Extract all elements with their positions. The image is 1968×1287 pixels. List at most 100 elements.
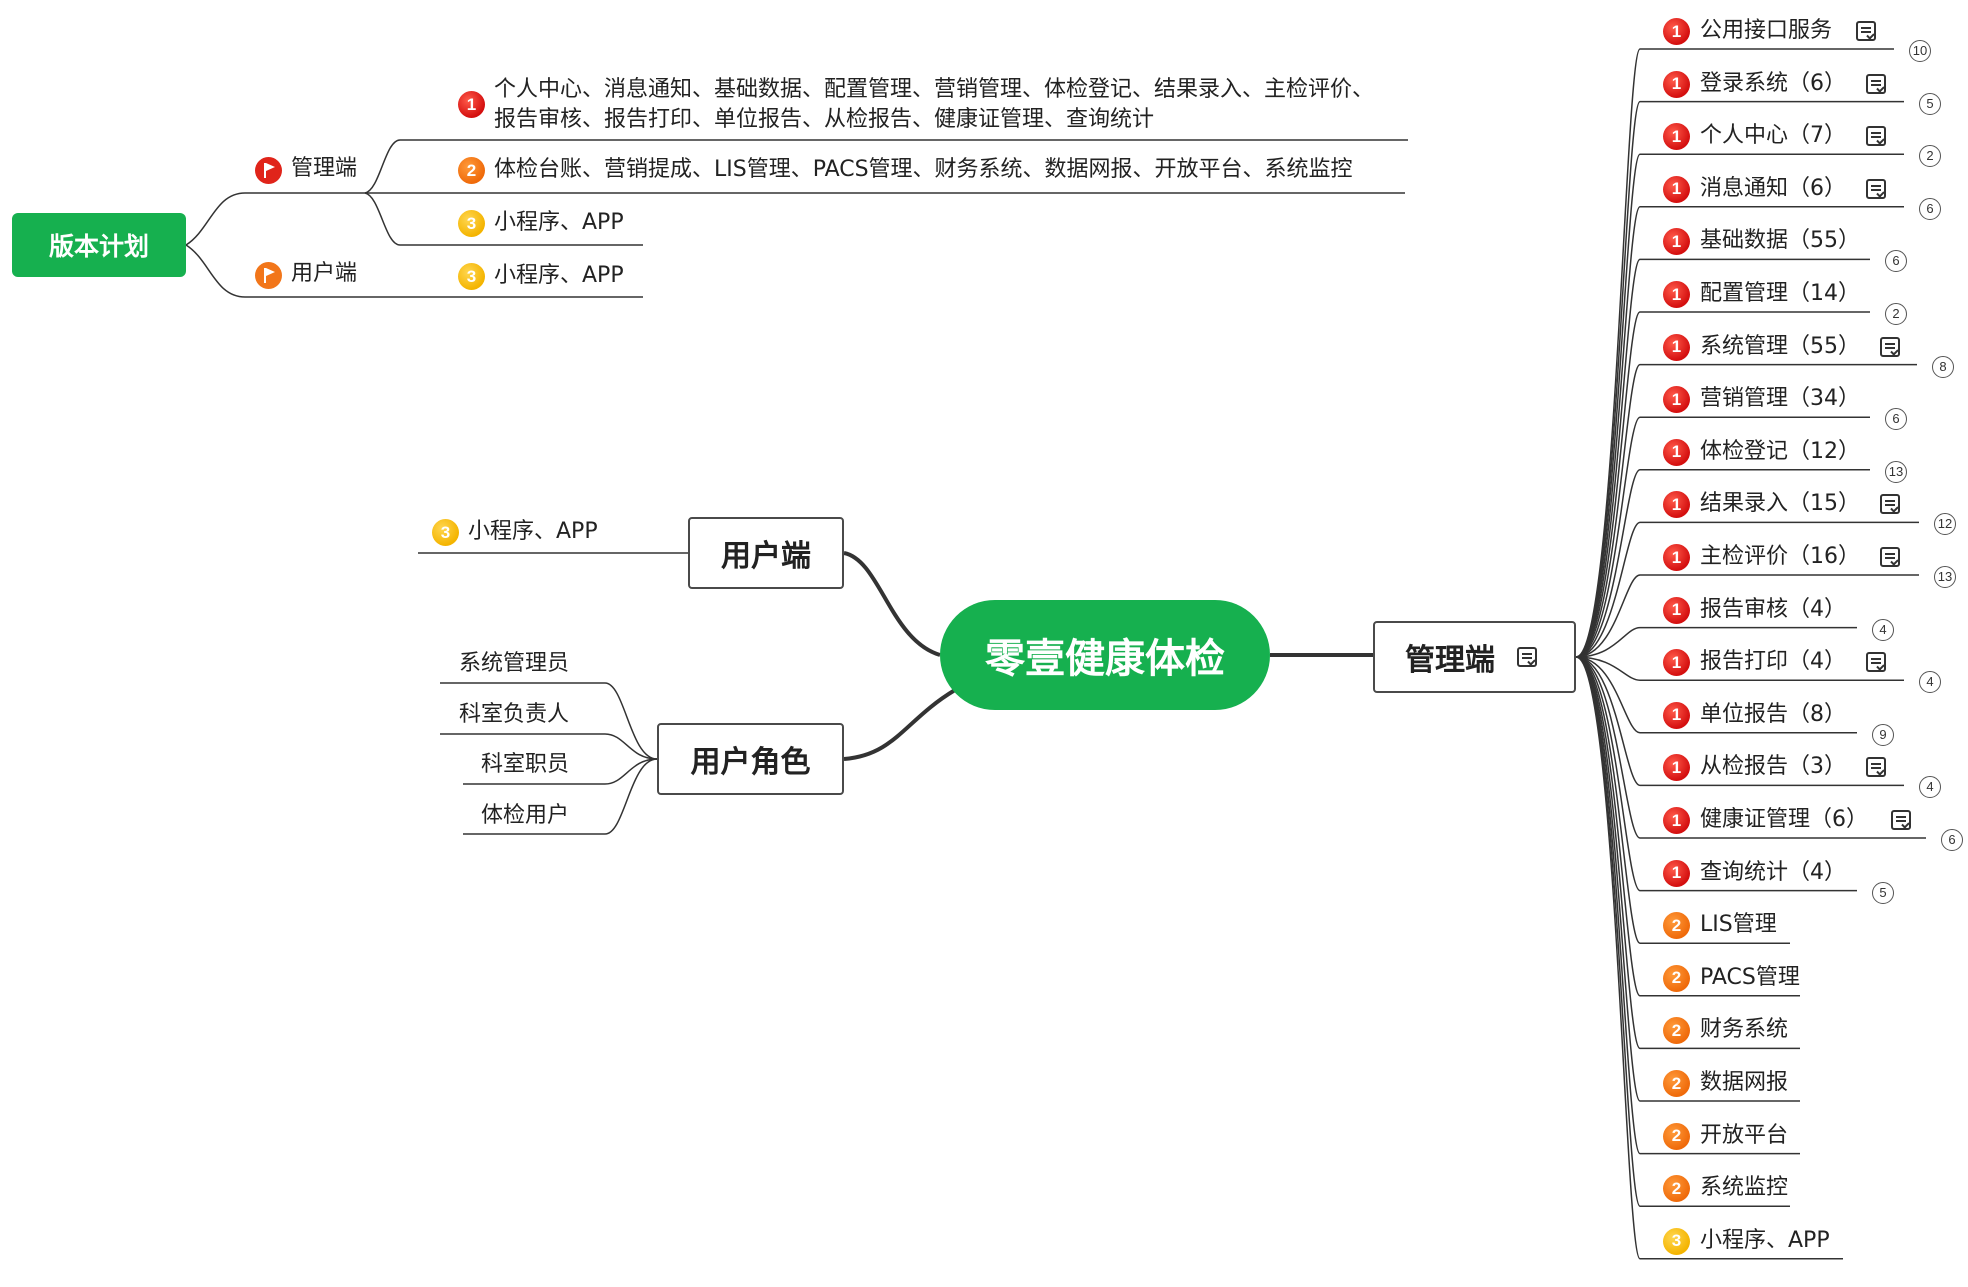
- note-icon[interactable]: [1866, 73, 1886, 94]
- admin-module-label[interactable]: 基础数据（55）: [1700, 228, 1860, 254]
- admin-module-label[interactable]: 报告打印（4）: [1700, 649, 1846, 675]
- orange-flag-icon: [255, 262, 282, 289]
- user-client-item[interactable]: 小程序、APP: [468, 519, 598, 544]
- admin-module-connector: [1575, 656, 1857, 734]
- priority-1-icon: 1: [1663, 386, 1690, 414]
- priority-1-icon: 1: [1663, 70, 1690, 98]
- plan-admin-item-1-line-1[interactable]: 个人中心、消息通知、基础数据、配置管理、营销管理、体检登记、结果录入、主检评价、: [494, 77, 1375, 102]
- priority-1-icon: 1: [1663, 701, 1690, 729]
- priority-1-icon: 1: [1663, 281, 1690, 308]
- subtopic-count-badge[interactable]: 6: [1885, 250, 1907, 273]
- admin-module-label[interactable]: 主检评价（16）: [1700, 544, 1860, 569]
- admin-module-label[interactable]: 消息通知（6）: [1700, 175, 1846, 201]
- admin-module-label[interactable]: 从检报告（3）: [1700, 754, 1846, 780]
- subtopic-count-badge[interactable]: 13: [1934, 566, 1956, 588]
- subtopic-count-badge[interactable]: 6: [1919, 197, 1941, 220]
- admin-module-label[interactable]: 单位报告（8）: [1700, 701, 1846, 727]
- role-connector: [440, 682, 658, 760]
- note-icon[interactable]: [1866, 757, 1886, 778]
- admin-module-label[interactable]: 报告审核（4）: [1700, 596, 1846, 622]
- note-icon[interactable]: [1880, 494, 1900, 515]
- plan-user-item-1[interactable]: 小程序、APP: [494, 263, 624, 288]
- note-icon[interactable]: [1891, 810, 1911, 830]
- note-icon[interactable]: [1517, 647, 1537, 667]
- admin-module-label[interactable]: PACS管理: [1700, 964, 1800, 990]
- subtopic-count-badge[interactable]: 4: [1872, 618, 1894, 641]
- admin-module-connector: [1575, 363, 1917, 658]
- admin-module-label[interactable]: 健康证管理（6）: [1700, 807, 1868, 832]
- version-plan-topic[interactable]: 版本计划: [12, 213, 186, 277]
- root-to-user-client-connector: [843, 551, 941, 657]
- admin-module-label[interactable]: 财务系统: [1700, 1017, 1789, 1043]
- priority-1-icon: 1: [1663, 175, 1690, 203]
- plan-admin-item-2[interactable]: 体检台账、营销提成、LIS管理、PACS管理、财务系统、数据网报、开放平台、系统…: [494, 157, 1353, 182]
- plan-branch-admin[interactable]: 管理端: [291, 156, 358, 181]
- admin-topic[interactable]: 管理端: [1373, 621, 1576, 693]
- admin-module-label[interactable]: 配置管理（14）: [1700, 281, 1860, 306]
- admin-module-label[interactable]: 公用接口服务: [1700, 18, 1833, 43]
- subtopic-count-badge[interactable]: 8: [1932, 355, 1954, 378]
- red-flag-icon: [255, 157, 282, 184]
- admin-module-label[interactable]: 小程序、APP: [1700, 1227, 1830, 1253]
- role-connector: [463, 758, 658, 785]
- role-item[interactable]: 系统管理员: [459, 651, 570, 676]
- admin-module-label[interactable]: LIS管理: [1700, 912, 1777, 938]
- note-icon[interactable]: [1866, 178, 1886, 199]
- subtopic-count-badge[interactable]: 6: [1885, 408, 1907, 431]
- subtopic-count-badge[interactable]: 4: [1919, 776, 1941, 799]
- admin-module-label[interactable]: 登录系统（6）: [1700, 70, 1846, 96]
- admin-module-connector: [1575, 656, 1790, 944]
- role-connector: [440, 733, 658, 760]
- subtopic-count-badge[interactable]: 10: [1909, 40, 1931, 62]
- priority-2-icon: 2: [458, 157, 485, 184]
- subtopic-count-badge[interactable]: 2: [1885, 303, 1907, 325]
- note-icon[interactable]: [1880, 547, 1900, 567]
- user-roles-topic[interactable]: 用户角色: [657, 723, 844, 795]
- role-item[interactable]: 科室职员: [481, 752, 570, 777]
- note-icon[interactable]: [1880, 336, 1900, 357]
- subtopic-count-badge[interactable]: 4: [1919, 671, 1941, 694]
- admin-topic-label: 管理端: [1405, 643, 1495, 678]
- note-icon[interactable]: [1866, 652, 1886, 673]
- note-icon[interactable]: [1856, 21, 1876, 41]
- plan-admin-item-1-line-2[interactable]: 报告审核、报告打印、单位报告、从检报告、健康证管理、查询统计: [494, 107, 1155, 132]
- priority-2-icon: 2: [1663, 912, 1690, 940]
- priority-1-icon: 1: [1663, 438, 1690, 466]
- subtopic-count-badge[interactable]: 5: [1919, 92, 1941, 115]
- admin-module-label[interactable]: 个人中心（7）: [1700, 123, 1846, 149]
- admin-module-label[interactable]: 系统监控: [1700, 1175, 1789, 1201]
- priority-1-icon: 1: [1663, 228, 1690, 256]
- subtopic-count-badge[interactable]: 13: [1885, 460, 1907, 483]
- admin-module-connector: [1575, 656, 1843, 1260]
- admin-module-label[interactable]: 系统管理（55）: [1700, 333, 1860, 359]
- admin-module-label[interactable]: 数据网报: [1700, 1070, 1789, 1095]
- admin-module-connector: [1575, 258, 1870, 658]
- subtopic-count-badge[interactable]: 12: [1934, 513, 1956, 536]
- plan-branch-user[interactable]: 用户端: [291, 261, 358, 286]
- priority-1-icon: 1: [1663, 491, 1690, 519]
- subtopic-count-badge[interactable]: 9: [1872, 723, 1894, 746]
- subtopic-count-badge[interactable]: 5: [1872, 881, 1894, 904]
- admin-module-label[interactable]: 开放平台: [1700, 1122, 1789, 1148]
- admin-module-label[interactable]: 结果录入（15）: [1700, 491, 1860, 517]
- user-client-topic[interactable]: 用户端: [688, 517, 844, 589]
- plan-admin-child-connector: [364, 139, 1408, 194]
- priority-1-icon: 1: [1663, 18, 1690, 45]
- role-item[interactable]: 科室负责人: [459, 702, 570, 727]
- note-icon[interactable]: [1866, 126, 1886, 147]
- admin-module-connector: [1575, 206, 1904, 658]
- admin-module-connector: [1575, 656, 1800, 997]
- role-item[interactable]: 体检用户: [481, 803, 570, 828]
- admin-module-connector: [1575, 656, 1904, 787]
- subtopic-count-badge[interactable]: 6: [1941, 829, 1963, 851]
- plan-to-user-connector: [185, 244, 365, 298]
- admin-module-label[interactable]: 体检登记（12）: [1700, 438, 1860, 464]
- admin-module-label[interactable]: 查询统计（4）: [1700, 859, 1846, 885]
- admin-module-label[interactable]: 营销管理（34）: [1700, 386, 1860, 412]
- subtopic-count-badge[interactable]: 2: [1919, 145, 1941, 168]
- plan-admin-item-3[interactable]: 小程序、APP: [494, 210, 624, 235]
- priority-3-icon: 3: [458, 210, 485, 237]
- root-topic[interactable]: 零壹健康体检: [940, 600, 1270, 710]
